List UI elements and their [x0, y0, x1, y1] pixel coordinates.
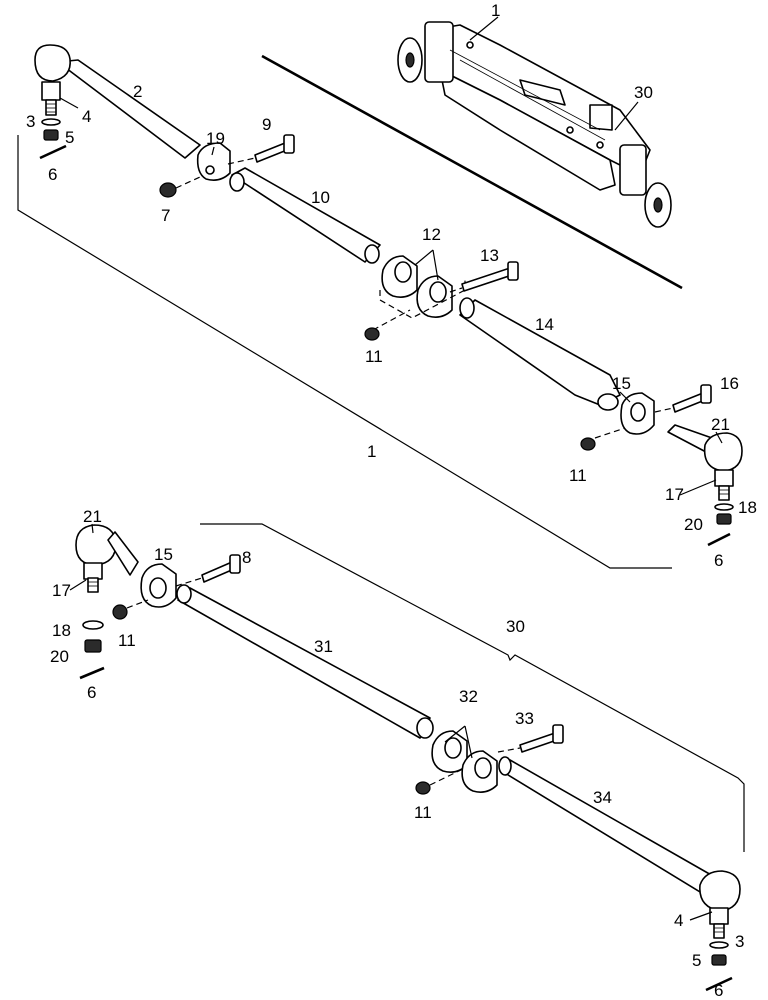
callout-14: 14 — [535, 315, 554, 334]
callout-12: 12 — [422, 225, 441, 244]
assembly-bracket-30 — [200, 523, 745, 852]
callout-3-top: 3 — [26, 112, 35, 131]
callout-20-upper: 20 — [684, 515, 703, 534]
callout-15-upper: 15 — [612, 374, 631, 393]
clamp-15-upper — [620, 392, 655, 435]
assembly-bracket-1 — [17, 135, 672, 569]
tie-rod-end-upper-left — [34, 44, 201, 160]
tie-rod-end-lower-right — [699, 870, 741, 992]
callout-19: 19 — [206, 129, 225, 148]
nut-11-lower-right — [415, 781, 431, 795]
tie-rod-end-lower-left — [75, 524, 139, 680]
callout-6-low: 6 — [87, 683, 96, 702]
callout-13: 13 — [480, 246, 499, 265]
callout-5-top: 5 — [65, 128, 74, 147]
callout-7: 7 — [161, 206, 170, 225]
callout-30-bracket: 30 — [506, 617, 525, 636]
nut-11-lower-left — [112, 604, 128, 620]
callout-11-a: 11 — [365, 347, 383, 366]
tube-14 — [459, 297, 621, 411]
clamp-15-lower — [140, 563, 177, 608]
callout-6-mid: 6 — [714, 551, 723, 570]
callout-16: 16 — [720, 374, 739, 393]
callout-3-bottom: 3 — [735, 932, 744, 951]
tube-34 — [498, 756, 721, 896]
callout-11-d: 11 — [414, 803, 432, 822]
callout-30-axle: 30 — [634, 83, 653, 102]
callout-10: 10 — [311, 188, 330, 207]
bolt-33 — [519, 724, 564, 753]
tie-rod-end-upper-right — [667, 424, 743, 547]
clamps-32 — [431, 730, 498, 793]
nut-7 — [159, 182, 177, 198]
tube-31 — [176, 584, 434, 739]
callout-17-upper: 17 — [665, 485, 684, 504]
nut-11-mid — [580, 437, 596, 451]
callout-21-lower: 21 — [83, 507, 102, 526]
clamp-19 — [196, 142, 231, 181]
callout-34: 34 — [593, 788, 612, 807]
callout-18-lower: 18 — [52, 621, 71, 640]
tube-10 — [229, 167, 381, 264]
callout-33: 33 — [515, 709, 534, 728]
bolt-8 — [201, 554, 241, 583]
callout-15-lower: 15 — [154, 545, 173, 564]
bolt-16 — [672, 384, 712, 413]
callout-2: 2 — [133, 82, 142, 101]
callout-32: 32 — [459, 687, 478, 706]
callout-17-lower: 17 — [52, 581, 71, 600]
callout-4-bottom: 4 — [674, 911, 683, 930]
callout-1-axle: 1 — [491, 1, 500, 20]
callout-18-upper: 18 — [738, 498, 757, 517]
callout-21-upper: 21 — [711, 415, 730, 434]
nut-11-upper — [364, 327, 380, 341]
callout-11-b: 11 — [569, 466, 587, 485]
callout-31: 31 — [314, 637, 333, 656]
bolt-9 — [254, 134, 295, 163]
separator-line-top — [261, 54, 683, 290]
bolt-13 — [461, 261, 519, 292]
front-axle-assembly — [397, 21, 672, 228]
callout-6-bottom: 6 — [714, 981, 723, 1000]
callout-9: 9 — [262, 115, 271, 134]
callout-6-top: 6 — [48, 165, 57, 184]
callout-20-lower: 20 — [50, 647, 69, 666]
callout-5-bottom: 5 — [692, 951, 701, 970]
clamps-12 — [381, 255, 453, 318]
callout-1-bracket: 1 — [367, 442, 376, 461]
callout-11-c: 11 — [118, 631, 136, 650]
callout-4-top: 4 — [82, 107, 91, 126]
callout-8: 8 — [242, 548, 251, 567]
